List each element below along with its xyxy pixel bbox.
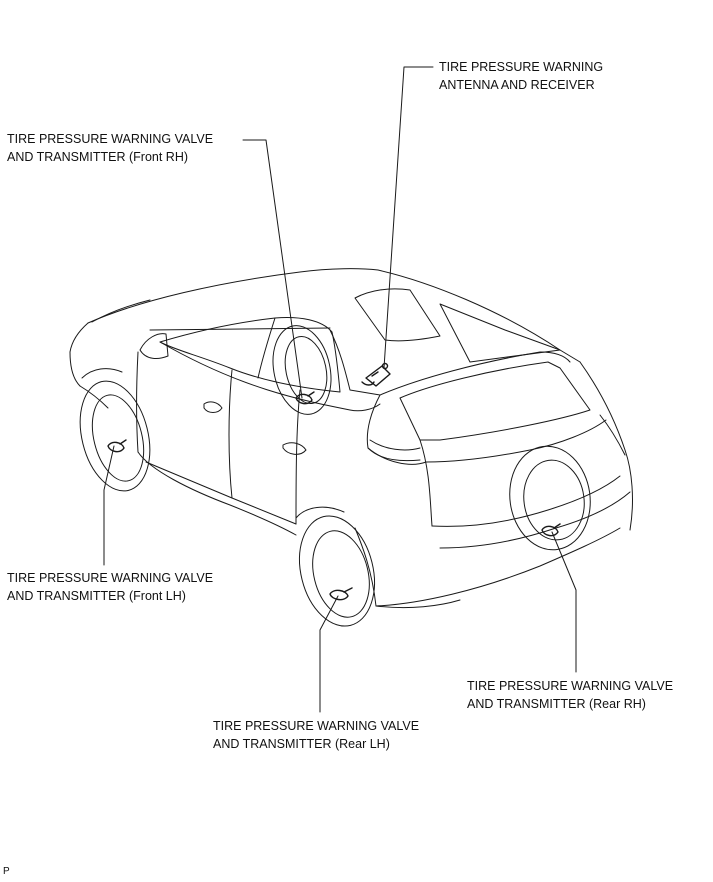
car-body-outline [69,268,633,609]
callout-line: TIRE PRESSURE WARNING VALVE [7,571,214,585]
callout-rear-rh: TIRE PRESSURE WARNING VALVE AND TRANSMIT… [467,677,673,713]
callout-line: AND TRANSMITTER (Front RH) [7,150,189,164]
figure-code: P [3,866,10,877]
callout-antenna-receiver: TIRE PRESSURE WARNING ANTENNA AND RECEIV… [439,58,603,94]
callout-line: TIRE PRESSURE WARNING VALVE [467,679,674,693]
wheel-front-rh [272,325,332,415]
callout-line: ANTENNA AND RECEIVER [439,78,595,92]
leader-line-front-rh [242,139,303,399]
wheel-front-lh [79,368,151,492]
sensor-antenna-receiver [361,362,391,387]
sensor-valve-rear-lh [329,587,353,601]
leader-line-antenna [383,66,434,369]
sensor-valve-rear-rh [541,523,561,537]
leader-line-rear-lh [319,595,339,713]
wheel-rear-lh [295,506,375,627]
callout-front-rh: TIRE PRESSURE WARNING VALVE AND TRANSMIT… [7,130,213,166]
callout-rear-lh: TIRE PRESSURE WARNING VALVE AND TRANSMIT… [213,717,419,753]
callout-line: AND TRANSMITTER (Front LH) [7,589,186,603]
sensor-valve-front-rh [295,391,315,405]
callout-front-lh: TIRE PRESSURE WARNING VALVE AND TRANSMIT… [7,569,213,605]
sensor-valve-front-lh [107,439,127,453]
leader-lines [103,66,577,713]
leader-line-rear-rh [551,531,577,673]
callout-line: TIRE PRESSURE WARNING VALVE [213,719,420,733]
callout-line: TIRE PRESSURE WARNING VALVE [7,132,214,146]
wheel-rear-rh [509,445,591,551]
callout-line: AND TRANSMITTER (Rear RH) [467,697,646,711]
callout-line: AND TRANSMITTER (Rear LH) [213,737,390,751]
callout-line: TIRE PRESSURE WARNING [439,60,604,74]
leader-line-front-lh [103,445,115,566]
